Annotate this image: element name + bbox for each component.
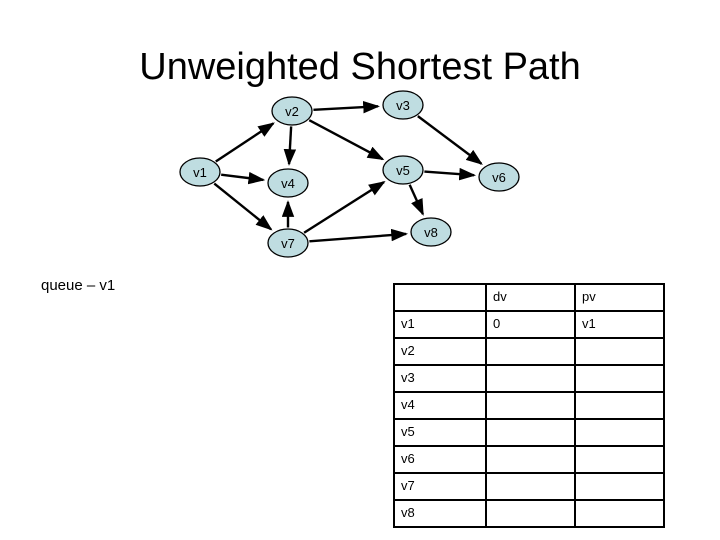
graph-diagram: v1 v2 v3 v4 v5 v6 v7 v8 xyxy=(179,90,520,258)
table-cell-pv xyxy=(574,445,665,474)
table-cell-pv xyxy=(574,472,665,501)
table-cell-vertex: v7 xyxy=(393,472,487,501)
table-cell-pv xyxy=(574,418,665,447)
node-label: v6 xyxy=(492,170,506,185)
graph-edge-v5-v6 xyxy=(424,167,477,181)
graph-node-layer: v1 v2 v3 v4 v5 v6 v7 v8 xyxy=(179,90,520,258)
node-label: v1 xyxy=(193,165,207,180)
node-label: v8 xyxy=(424,225,438,240)
table-row: v8 xyxy=(393,499,665,528)
page-title: Unweighted Shortest Path xyxy=(139,46,581,88)
graph-edge-v1-v7 xyxy=(213,182,273,231)
table-cell-vertex: v6 xyxy=(393,445,487,474)
table-cell-dv xyxy=(485,364,576,393)
table-header-pv: pv xyxy=(574,283,665,312)
node-ellipse xyxy=(267,168,309,198)
table-cell-pv xyxy=(574,391,665,420)
node-ellipse xyxy=(382,90,424,120)
graph-edge-v2-v3 xyxy=(313,100,380,114)
node-ellipse xyxy=(410,217,452,247)
table-cell-vertex: v8 xyxy=(393,499,487,528)
node-label: v7 xyxy=(281,236,295,251)
graph-edge-v3-v6 xyxy=(417,115,483,165)
table-cell-dv xyxy=(485,418,576,447)
table-row: v5 xyxy=(393,418,665,447)
table-cell-vertex: v5 xyxy=(393,418,487,447)
table-row: v4 xyxy=(393,391,665,420)
graph-edge-v2-v4 xyxy=(283,126,297,166)
node-ellipse xyxy=(179,157,221,187)
table-cell-vertex: v2 xyxy=(393,337,487,366)
graph-edge-v2-v5 xyxy=(308,119,385,161)
table-row: v2 xyxy=(393,337,665,366)
graph-node-v5[interactable]: v5 xyxy=(382,155,424,185)
table-cell-dv xyxy=(485,472,576,501)
graph-node-v1[interactable]: v1 xyxy=(179,157,221,187)
table-cell-vertex: v1 xyxy=(393,310,487,339)
graph-edge-v1-v4 xyxy=(221,171,266,185)
table-cell-dv xyxy=(485,391,576,420)
node-ellipse xyxy=(267,228,309,258)
table-row: v7 xyxy=(393,472,665,501)
node-ellipse xyxy=(382,155,424,185)
graph-edge-v5-v8 xyxy=(408,184,425,216)
table-cell-vertex: v4 xyxy=(393,391,487,420)
node-ellipse xyxy=(478,162,520,192)
table-cell-vertex: v3 xyxy=(393,364,487,393)
table-row: v6 xyxy=(393,445,665,474)
node-label: v4 xyxy=(281,176,295,191)
graph-edge-v7-v8 xyxy=(309,228,409,243)
graph-node-v6[interactable]: v6 xyxy=(478,162,520,192)
graph-node-v7[interactable]: v7 xyxy=(267,228,309,258)
table-cell-dv xyxy=(485,499,576,528)
node-label: v3 xyxy=(396,98,410,113)
table-cell-dv xyxy=(485,445,576,474)
table-cell-pv xyxy=(574,499,665,528)
table-cell-pv: v1 xyxy=(574,310,665,339)
table-cell-pv xyxy=(574,337,665,366)
table-header-row: dv pv xyxy=(393,283,665,312)
graph-edge-v7-v5 xyxy=(303,181,386,234)
graph-edge-layer xyxy=(213,100,483,243)
graph-node-v3[interactable]: v3 xyxy=(382,90,424,120)
node-ellipse xyxy=(271,96,313,126)
graph-node-v2[interactable]: v2 xyxy=(271,96,313,126)
table-cell-dv xyxy=(485,337,576,366)
table-row: v3 xyxy=(393,364,665,393)
graph-node-v4[interactable]: v4 xyxy=(267,168,309,198)
table-header-dv: dv xyxy=(485,283,576,312)
node-label: v2 xyxy=(285,104,299,119)
table-cell-pv xyxy=(574,364,665,393)
graph-edge-v1-v2 xyxy=(215,122,275,163)
queue-status-label: queue – v1 xyxy=(41,277,116,294)
table-cell-dv: 0 xyxy=(485,310,576,339)
table-header-vertex xyxy=(393,283,487,312)
graph-node-v8[interactable]: v8 xyxy=(410,217,452,247)
node-label: v5 xyxy=(396,163,410,178)
